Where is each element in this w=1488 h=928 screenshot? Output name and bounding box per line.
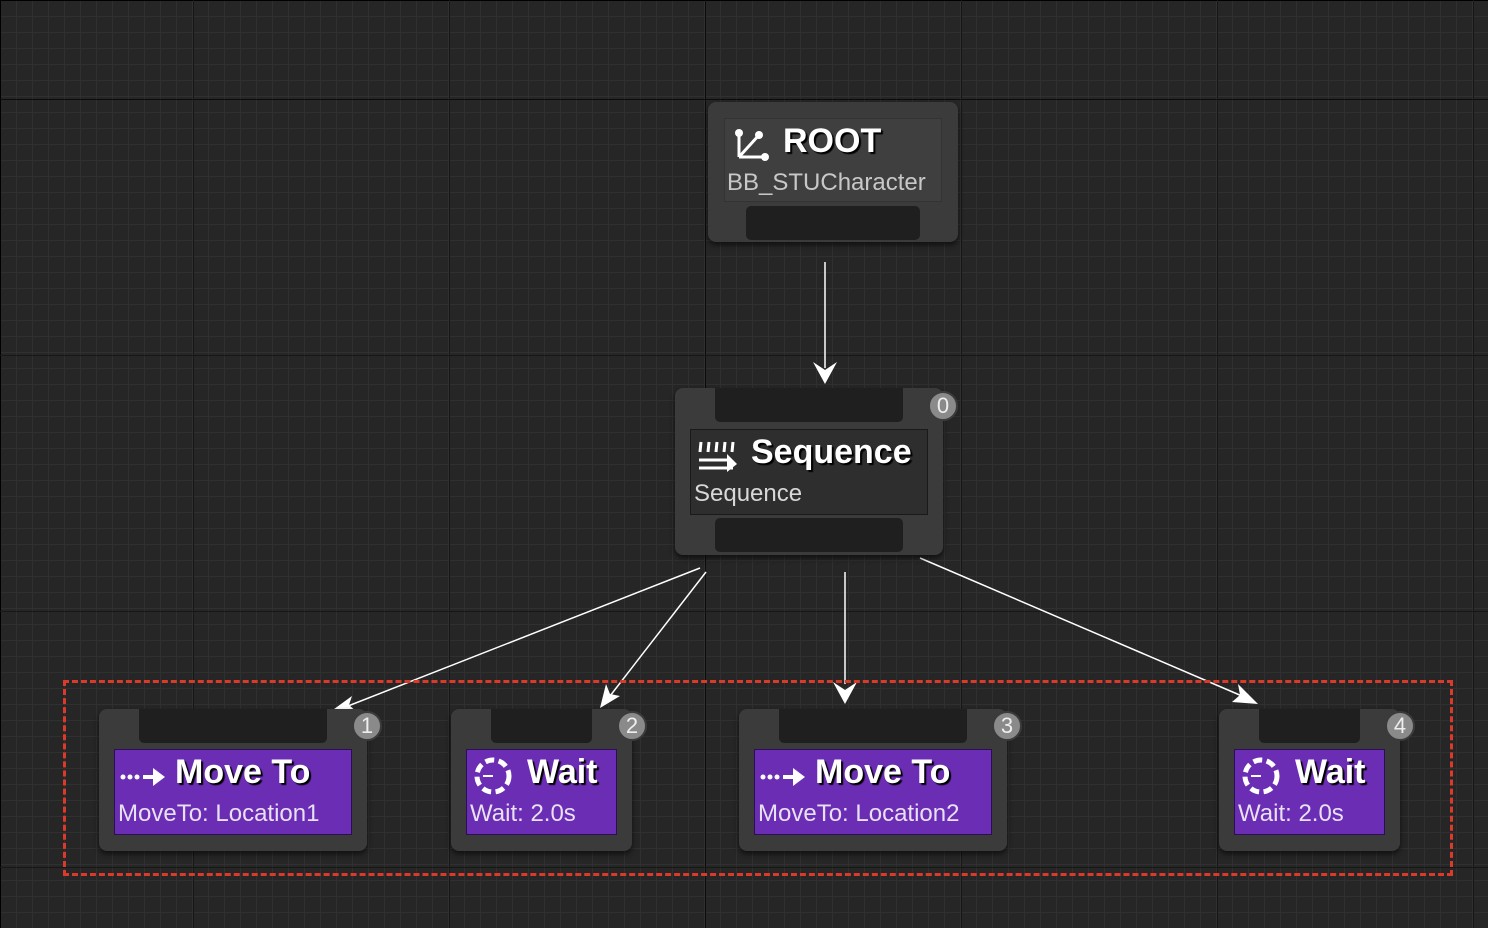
grid-line-vertical	[193, 0, 194, 928]
grid-line-horizontal	[0, 99, 1488, 100]
task-input-pin[interactable]	[491, 709, 592, 743]
grid-line-vertical	[961, 0, 962, 928]
root-node-subtitle: BB_STUCharacter	[727, 169, 926, 196]
task-node-subtitle: Wait: 2.0s	[1238, 800, 1344, 827]
grid-line-horizontal	[0, 355, 1488, 356]
wait-dial-icon	[474, 757, 512, 795]
task-node-subtitle: Wait: 2.0s	[470, 800, 576, 827]
sequence-node-body: Sequence Sequence	[690, 429, 928, 515]
sequence-input-pin[interactable]	[715, 388, 903, 422]
task-node-title: Wait	[527, 753, 598, 791]
task-node-body: Wait Wait: 2.0s	[466, 749, 617, 835]
wire-sequence-to-task-4[interactable]	[919, 557, 1258, 704]
grid-line-horizontal	[0, 867, 1488, 868]
task-node-wait[interactable]: Wait Wait: 2.0s 4	[1219, 709, 1415, 851]
sequence-icon	[698, 441, 737, 472]
execution-index-badge: 3	[992, 711, 1022, 741]
task-node-body: Move To MoveTo: Location1	[114, 749, 352, 835]
sequence-node[interactable]: Sequence Sequence 0	[675, 388, 958, 555]
wire-sequence-to-task-2[interactable]	[600, 571, 707, 708]
task-input-pin[interactable]	[1259, 709, 1360, 743]
task-node-title: Wait	[1295, 753, 1366, 791]
move-to-arrow-icon	[760, 768, 805, 786]
move-to-arrow-icon	[120, 768, 165, 786]
task-node-body: Move To MoveTo: Location2	[754, 749, 992, 835]
grid-line-vertical	[449, 0, 450, 928]
wait-dial-icon	[1242, 757, 1280, 795]
execution-index-badge: 0	[928, 391, 958, 421]
root-node-title: ROOT	[783, 122, 882, 160]
root-output-pin[interactable]	[746, 206, 920, 240]
wire-sequence-to-task-3[interactable]	[833, 572, 857, 704]
task-node-title: Move To	[815, 753, 951, 791]
highlight-selection-box	[63, 680, 1453, 876]
root-node-header: ROOT BB_STUCharacter	[724, 118, 942, 202]
grid-line-vertical	[1217, 0, 1218, 928]
task-node-move-to[interactable]: Move To MoveTo: Location1 1	[99, 709, 382, 851]
sequence-output-pin[interactable]	[715, 518, 903, 552]
root-node[interactable]: ROOT BB_STUCharacter	[708, 102, 958, 242]
task-node-subtitle: MoveTo: Location2	[758, 800, 960, 827]
task-node-move-to[interactable]: Move To MoveTo: Location2 3	[739, 709, 1022, 851]
task-node-title: Move To	[175, 753, 311, 791]
task-node-subtitle: MoveTo: Location1	[118, 800, 320, 827]
task-node-wait[interactable]: Wait Wait: 2.0s 2	[451, 709, 647, 851]
task-input-pin[interactable]	[139, 709, 327, 743]
grid-line-horizontal	[0, 611, 1488, 612]
execution-index-badge: 2	[617, 711, 647, 741]
execution-index-badge: 1	[352, 711, 382, 741]
root-branch-icon	[735, 129, 769, 161]
task-node-body: Wait Wait: 2.0s	[1234, 749, 1385, 835]
wire-root-to-sequence[interactable]	[813, 262, 837, 384]
execution-index-badge: 4	[1385, 711, 1415, 741]
task-input-pin[interactable]	[779, 709, 967, 743]
grid-line-vertical	[1473, 0, 1474, 928]
sequence-node-title: Sequence	[751, 433, 912, 471]
sequence-node-subtitle: Sequence	[694, 480, 803, 507]
